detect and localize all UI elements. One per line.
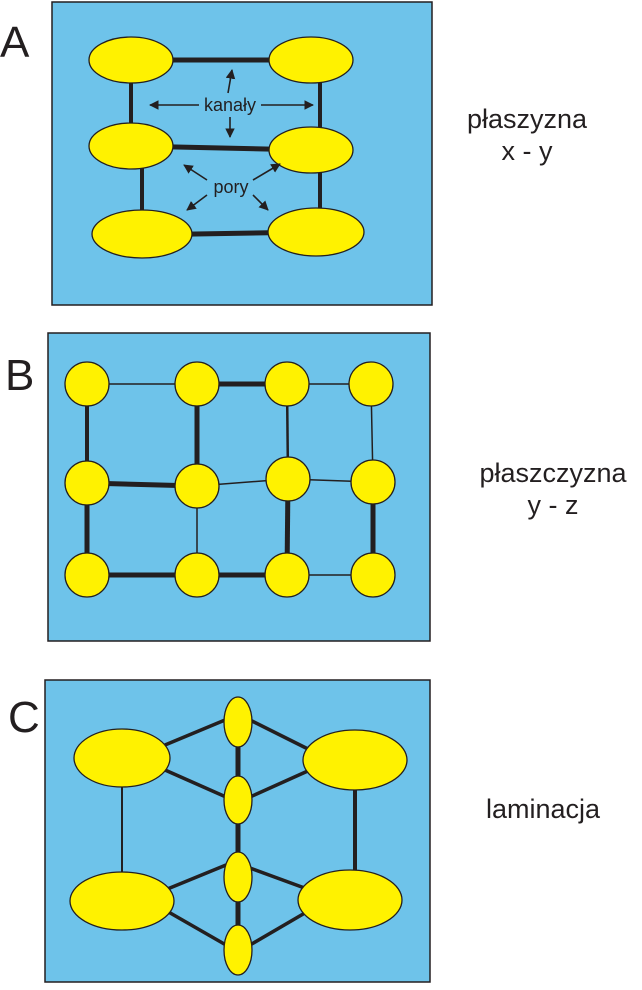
pore-node bbox=[88, 122, 174, 170]
panel-a-letter: A bbox=[0, 18, 30, 67]
pore-node bbox=[268, 36, 354, 84]
pore-node bbox=[348, 361, 394, 407]
panel-b-pores bbox=[64, 361, 396, 598]
pore-node bbox=[350, 552, 396, 598]
pore-node bbox=[223, 924, 253, 976]
pore-node bbox=[264, 361, 310, 407]
pore-node bbox=[91, 209, 193, 259]
panel-b-label-line2: y - z bbox=[528, 490, 579, 520]
pore-node bbox=[350, 459, 396, 505]
pores-label: pory bbox=[213, 177, 248, 197]
pore-node bbox=[223, 696, 253, 748]
panel-b: B bbox=[5, 332, 628, 642]
pore-node bbox=[64, 552, 110, 598]
pore-node bbox=[267, 207, 365, 257]
panel-a-label-line1: płaszyzna bbox=[467, 104, 588, 134]
pore-node bbox=[268, 126, 354, 174]
channels-label: kanały bbox=[204, 95, 256, 115]
panel-c: C laminacja bbox=[8, 679, 601, 983]
pore-node bbox=[64, 460, 110, 506]
pore-node bbox=[223, 775, 253, 825]
pore-node bbox=[88, 36, 174, 84]
panel-a-label-line2: x - y bbox=[502, 136, 553, 166]
pore-node bbox=[174, 552, 220, 598]
panel-c-letter: C bbox=[8, 693, 40, 742]
panel-b-letter: B bbox=[5, 351, 34, 400]
panel-a: A kanały pory bbox=[0, 1, 588, 306]
panel-b-label-line1: płaszczyzna bbox=[479, 458, 627, 488]
pore-node bbox=[265, 456, 311, 502]
pore-arrows bbox=[183, 163, 281, 211]
channel-arrows bbox=[149, 69, 314, 138]
panel-a-pores bbox=[88, 36, 365, 259]
pore-node bbox=[302, 729, 408, 791]
panel-c-connections bbox=[121, 712, 357, 948]
panel-c-label: laminacja bbox=[486, 794, 601, 824]
pore-node bbox=[264, 552, 310, 598]
pore-node bbox=[223, 851, 253, 903]
pore-node bbox=[64, 361, 110, 407]
pore-node bbox=[174, 463, 220, 509]
pore-node bbox=[297, 869, 403, 931]
panel-c-pores bbox=[69, 696, 408, 976]
pore-node bbox=[73, 728, 171, 788]
pore-node bbox=[69, 871, 175, 931]
pore-node bbox=[174, 361, 220, 407]
